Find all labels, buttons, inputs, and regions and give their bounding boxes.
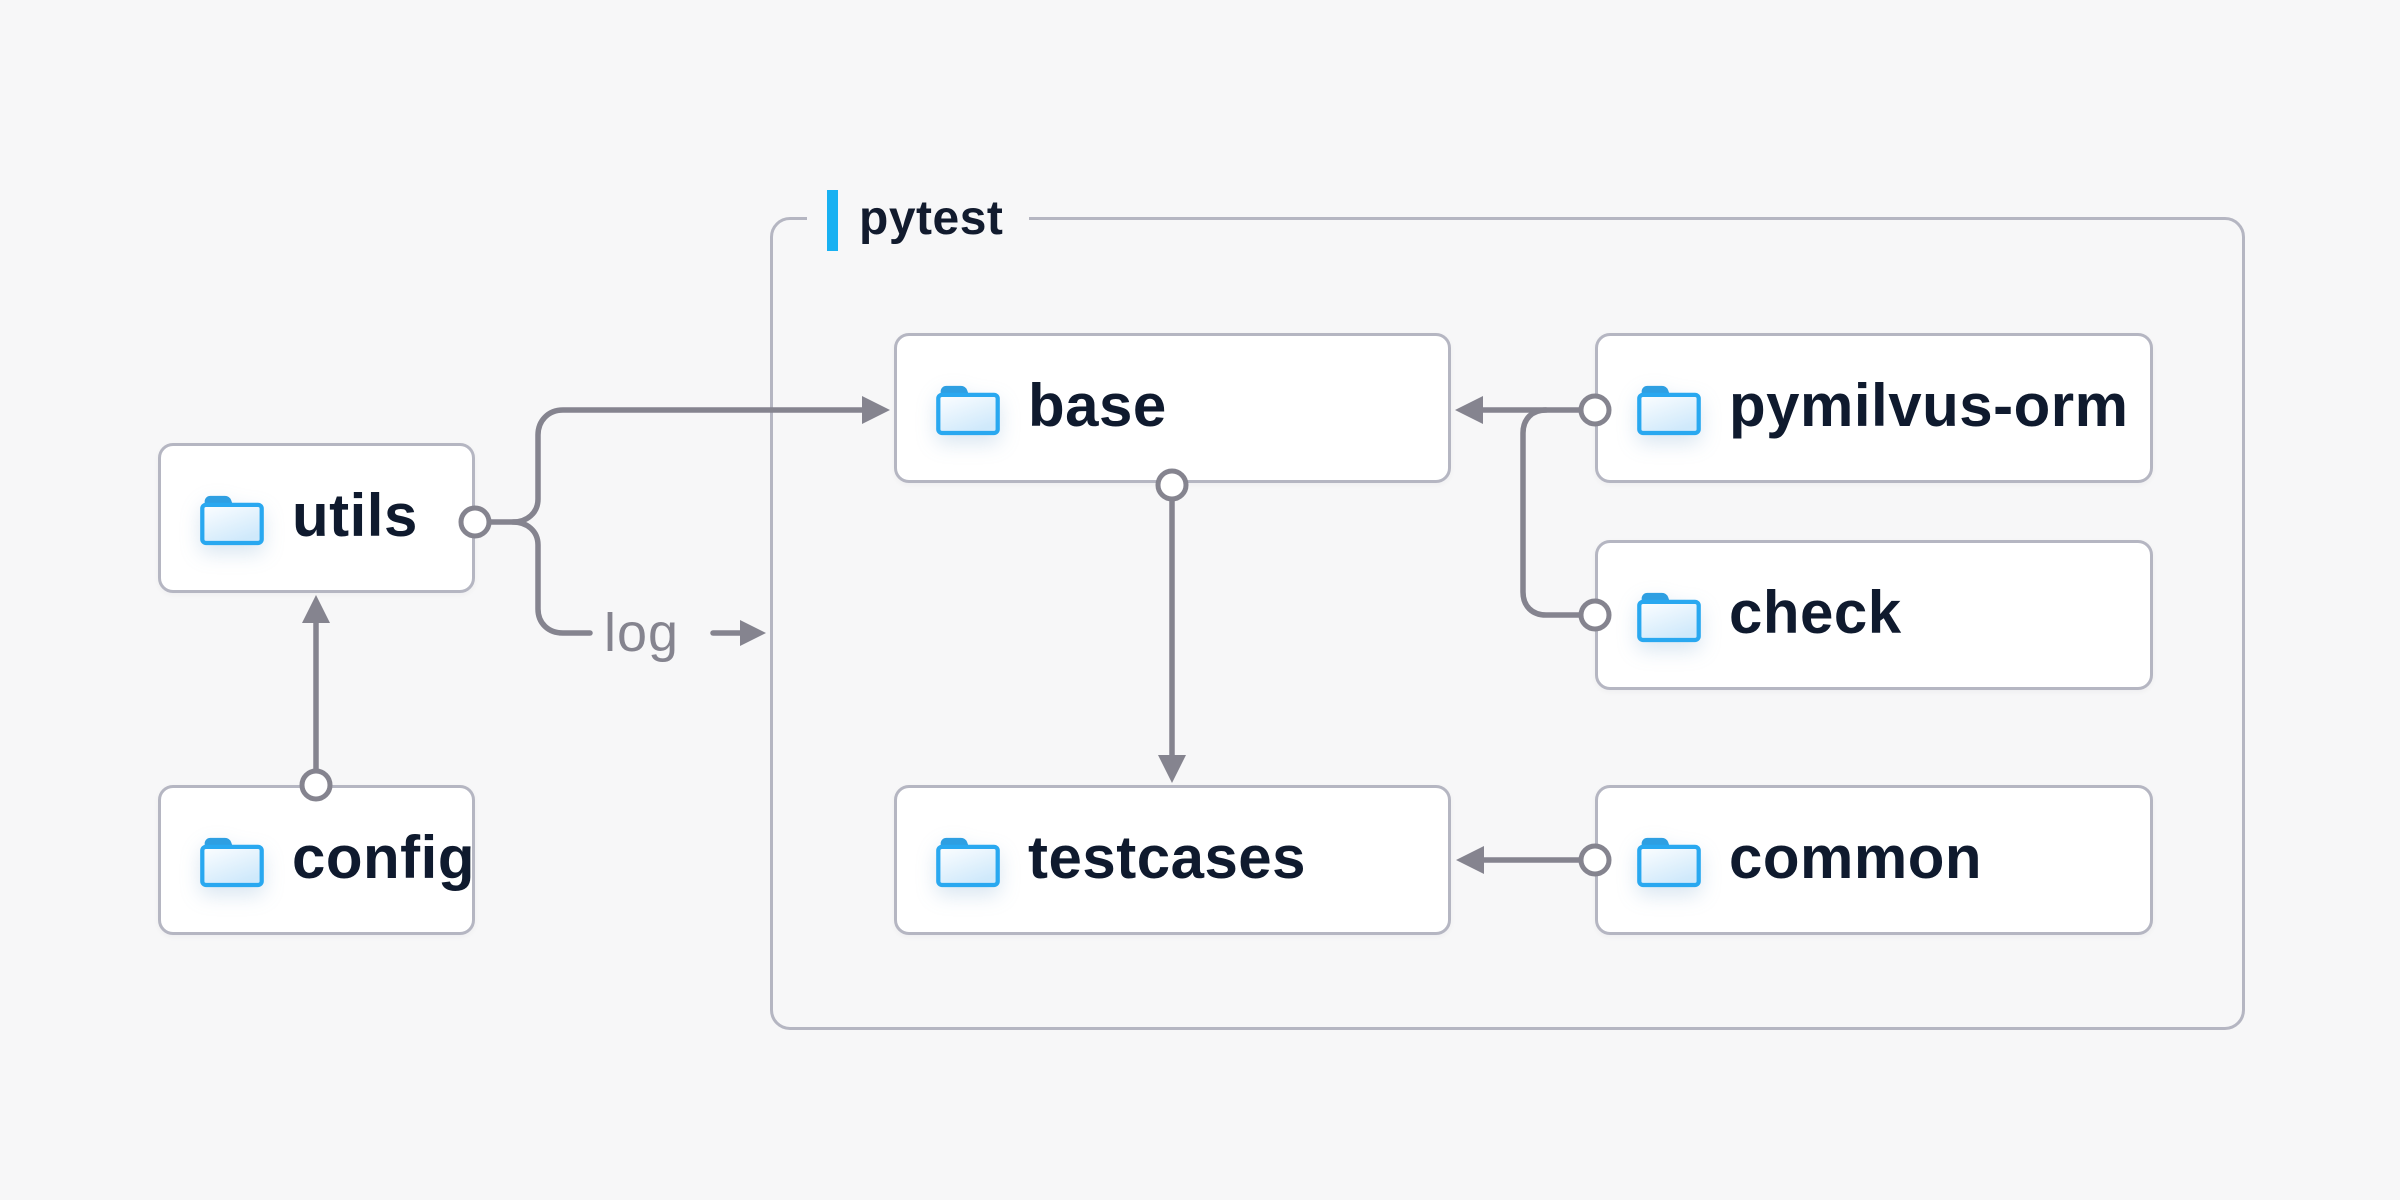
node-check: check xyxy=(1595,540,2153,690)
node-config: config xyxy=(158,785,475,935)
node-utils: utils xyxy=(158,443,475,593)
arrowhead xyxy=(302,595,330,623)
edge-utils-to-log xyxy=(510,519,593,636)
pytest-container-label: pytest xyxy=(807,187,1030,253)
folder-icon xyxy=(200,495,264,545)
node-base: base xyxy=(894,333,1451,483)
edge-config-to-utils xyxy=(302,595,330,773)
folder-icon xyxy=(936,837,1000,887)
node-pymilvus-orm: pymilvus-orm xyxy=(1595,333,2153,483)
node-label: pymilvus-orm xyxy=(1729,371,2129,439)
node-label: base xyxy=(1028,371,1167,439)
node-label: testcases xyxy=(1028,823,1307,891)
node-common: common xyxy=(1595,785,2153,935)
edge-label-log: log xyxy=(604,603,680,663)
folder-icon xyxy=(200,837,264,887)
node-label: config xyxy=(292,823,475,891)
node-label: utils xyxy=(292,481,418,549)
accent-bar xyxy=(827,189,838,251)
node-testcases: testcases xyxy=(894,785,1451,935)
folder-icon xyxy=(1637,385,1701,435)
pytest-container-title: pytest xyxy=(859,191,1004,245)
pytest-container: pytest xyxy=(770,187,2245,1030)
folder-icon xyxy=(1637,592,1701,642)
node-label: common xyxy=(1729,823,1983,891)
edge-log-to-pytest xyxy=(710,620,766,646)
folder-icon xyxy=(936,385,1000,435)
arrowhead xyxy=(740,620,766,646)
node-label: check xyxy=(1729,578,1902,646)
folder-icon xyxy=(1637,837,1701,887)
